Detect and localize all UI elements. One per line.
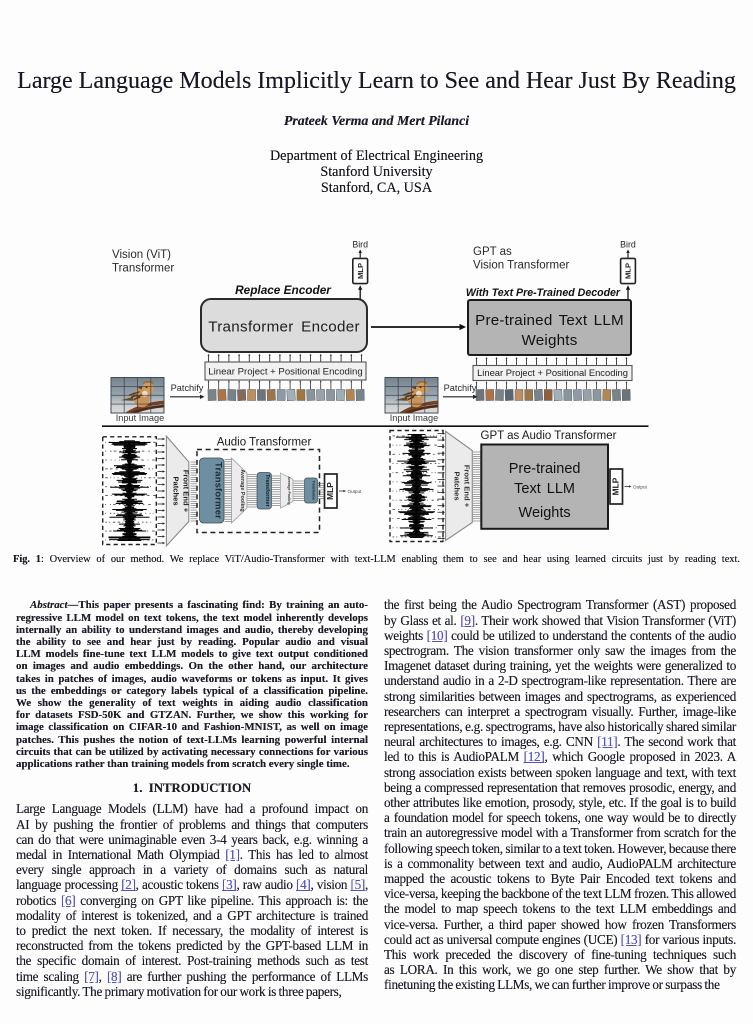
svg-text:Pre-trained Text LLM: Pre-trained Text LLM (475, 312, 624, 329)
svg-text:Average Pooling: Average Pooling (239, 469, 245, 511)
svg-text:Front End +: Front End + (182, 470, 191, 513)
svg-text:Replace Encoder: Replace Encoder (235, 283, 332, 297)
svg-text:Output: Output (348, 489, 363, 494)
svg-text:Bird: Bird (352, 240, 368, 250)
svg-text:Transformer: Transformer (214, 462, 225, 519)
svg-text:Pre-trained: Pre-trained (509, 461, 581, 477)
svg-text:Input Image: Input Image (390, 413, 439, 423)
svg-text:Weights: Weights (522, 332, 578, 349)
svg-text:Output: Output (633, 485, 648, 490)
svg-text:Patches: Patches (453, 471, 462, 500)
svg-text:Patches: Patches (172, 476, 181, 505)
svg-text:MLP: MLP (624, 263, 633, 279)
svg-text:Audio Transformer: Audio Transformer (217, 437, 312, 449)
svg-text:Input Image: Input Image (116, 413, 165, 423)
svg-text:MLP: MLP (356, 263, 365, 279)
svg-text:Average Pooling: Average Pooling (287, 476, 291, 504)
svg-text:Transformer: Transformer (264, 474, 270, 507)
svg-text:Vision (ViT): Vision (ViT) (112, 249, 171, 261)
svg-text:Linear Project + Positional En: Linear Project + Positional Encoding (477, 367, 628, 378)
svg-text:Text LLM: Text LLM (514, 481, 575, 497)
svg-text:Vision Transformer: Vision Transformer (473, 260, 569, 272)
svg-text:Weights: Weights (519, 505, 571, 521)
svg-text:GPT as: GPT as (473, 246, 512, 258)
svg-text:GPT as Audio Transformer: GPT as Audio Transformer (481, 430, 617, 442)
svg-text:Transformer Encoder: Transformer Encoder (208, 319, 360, 336)
svg-text:Linear Project + Positional En: Linear Project + Positional Encoding (208, 366, 362, 377)
svg-text:With Text Pre-Trained Decoder: With Text Pre-Trained Decoder (466, 287, 621, 299)
svg-text:Front End +: Front End + (463, 465, 472, 508)
svg-text:Transformer: Transformer (312, 481, 316, 501)
svg-text:MLP: MLP (325, 482, 335, 500)
svg-text:Patchify: Patchify (171, 383, 204, 393)
svg-text:Bird: Bird (620, 240, 636, 250)
svg-text:MLP: MLP (611, 477, 621, 495)
svg-text:Transformer: Transformer (112, 263, 174, 275)
svg-text:Patchify: Patchify (444, 383, 477, 393)
